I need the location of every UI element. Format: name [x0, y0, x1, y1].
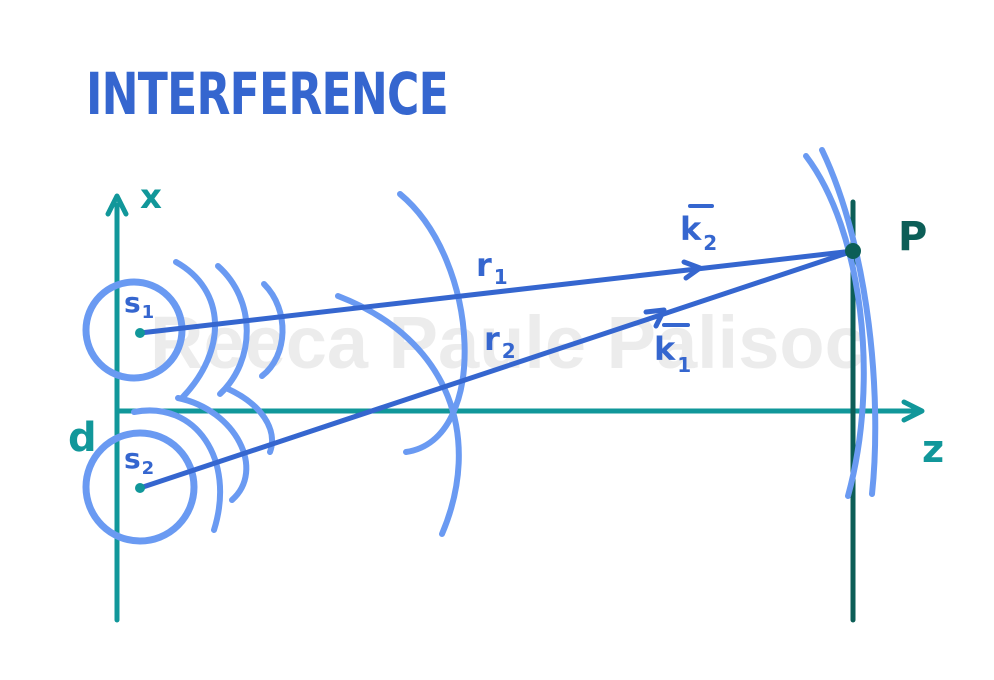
- wavefront-large-2: [335, 293, 462, 537]
- path1-subscript: 1: [494, 265, 508, 289]
- wavefront-large-1: [397, 191, 468, 455]
- source1-subscript: 1: [142, 302, 155, 323]
- point-p-dot: [845, 243, 861, 259]
- wavevector2-letter: k: [680, 210, 702, 248]
- source1-letter: s: [124, 286, 141, 319]
- path2-subscript: 2: [502, 339, 516, 363]
- wavefront-screen-2: [819, 147, 879, 497]
- wavefront-s2-3: [223, 385, 275, 455]
- wavefront-s2-1: [131, 407, 224, 533]
- wavevector1-letter: k: [654, 330, 676, 368]
- wavefront-s1-3: [259, 281, 286, 379]
- source1-label: s1: [124, 286, 154, 323]
- x-axis-arrowhead: [105, 193, 129, 217]
- source2-subscript: 2: [142, 458, 155, 479]
- wavevector2-subscript: 2: [703, 231, 717, 255]
- path1-letter: r: [476, 246, 492, 284]
- wavefront-s2-2: [175, 395, 250, 503]
- source2-dot: [135, 483, 145, 493]
- wavefront-s1-2: [215, 263, 250, 397]
- x-axis-label: x: [140, 177, 162, 217]
- point-label: P: [898, 214, 927, 260]
- source1-dot: [135, 328, 145, 338]
- wavefront-screen-1: [803, 153, 867, 499]
- ray-r2: [137, 248, 856, 491]
- wavevector1-subscript: 1: [677, 353, 691, 377]
- source2-letter: s: [124, 442, 141, 475]
- path2-letter: r: [484, 320, 500, 358]
- source2-circle: [82, 429, 198, 545]
- z-axis-label: z: [922, 427, 944, 471]
- ray-r2-arrowhead: [643, 307, 667, 329]
- ray-r1: [137, 248, 856, 336]
- page-title: INTERFERENCE: [86, 60, 448, 128]
- separation-label: d: [68, 415, 97, 461]
- z-axis-arrowhead: [901, 399, 925, 423]
- ray-r1-arrowhead: [681, 259, 703, 281]
- source2-label: s2: [124, 442, 154, 479]
